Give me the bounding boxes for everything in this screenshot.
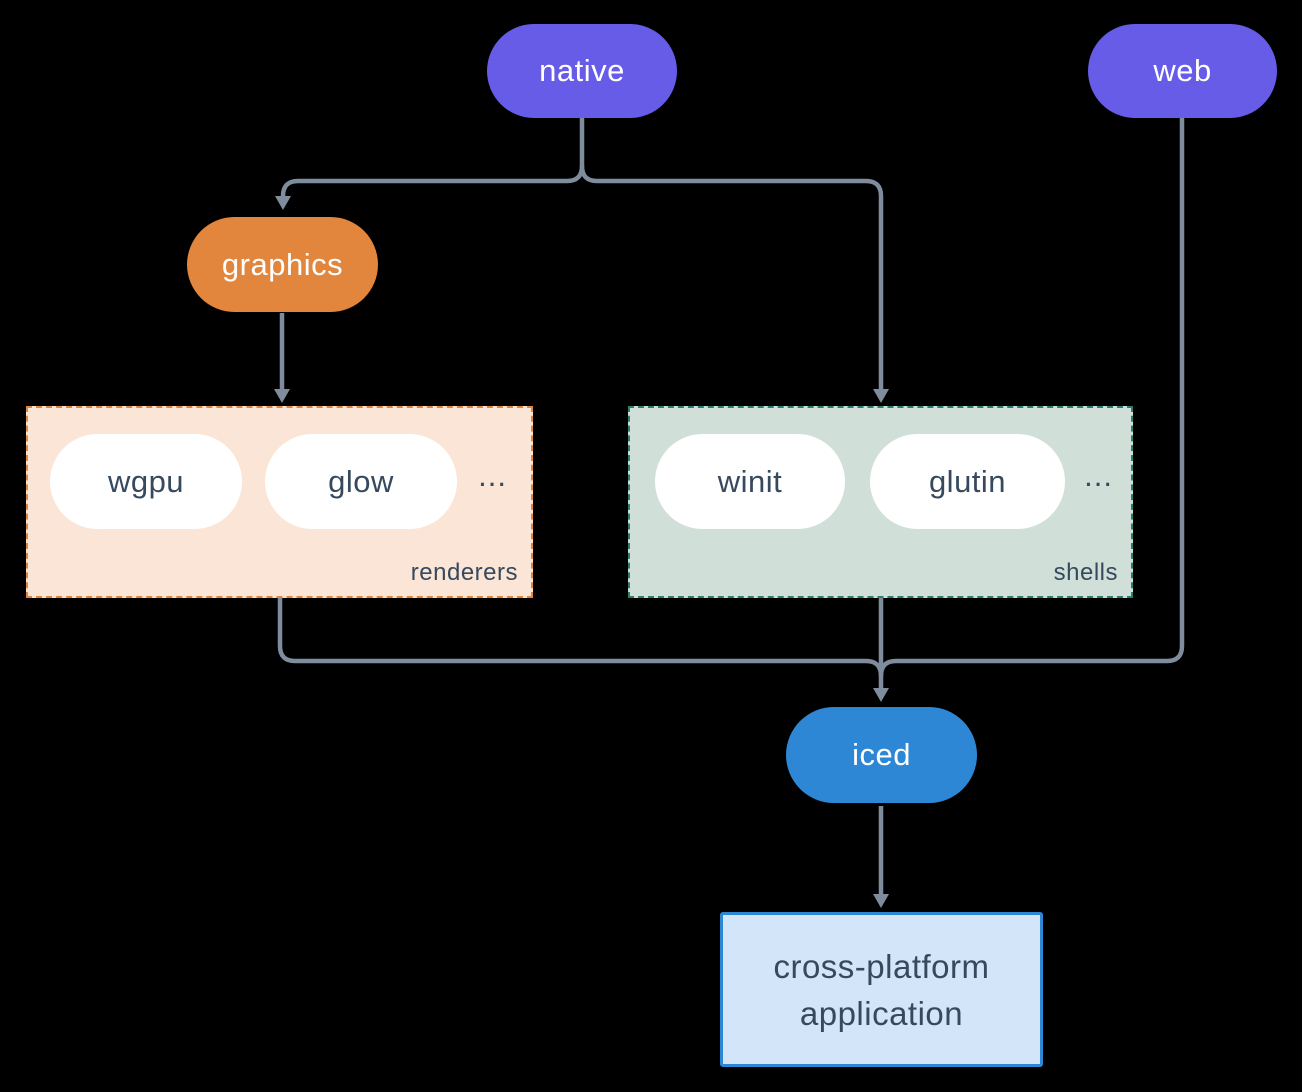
node-native: native <box>487 24 677 118</box>
shells-ellipsis: ... <box>1084 458 1113 493</box>
node-web: web <box>1088 24 1277 118</box>
arrow-native-to-shells <box>579 165 889 403</box>
pill-winit: winit <box>655 434 845 529</box>
shells-group-label: shells <box>1053 559 1118 586</box>
node-cross-platform-application: cross-platform application <box>720 912 1043 1067</box>
group-renderers: wgpu glow ... renderers <box>26 406 533 598</box>
pill-glow: glow <box>265 434 457 529</box>
wire-renderers-to-merge <box>277 598 884 677</box>
app-label-line2: application <box>799 994 964 1032</box>
arrow-native-to-graphics <box>275 165 585 210</box>
pill-glutin: glutin <box>870 434 1065 529</box>
renderers-group-label: renderers <box>410 559 518 586</box>
pill-wgpu: wgpu <box>50 434 242 529</box>
group-shells: winit glutin ... shells <box>628 406 1133 598</box>
renderers-ellipsis: ... <box>478 458 507 493</box>
node-graphics: graphics <box>187 217 378 312</box>
app-label-line1: cross-platform <box>773 947 990 985</box>
node-iced: iced <box>786 707 977 803</box>
